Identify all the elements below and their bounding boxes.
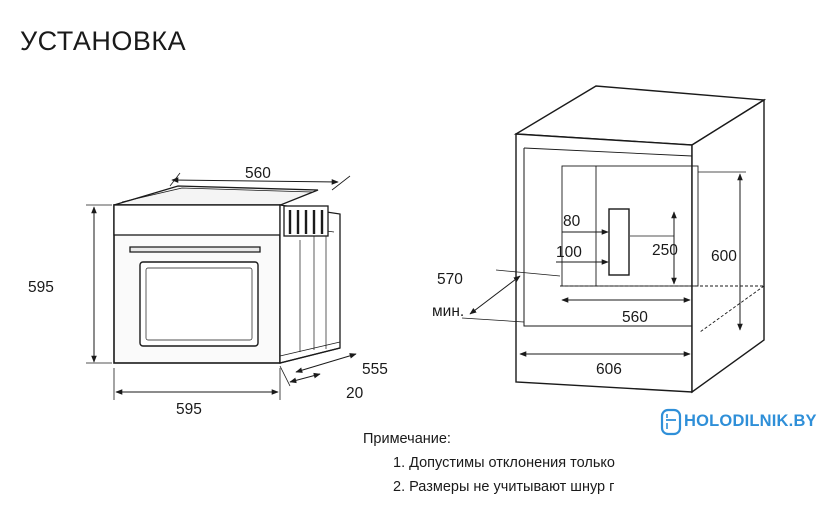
- notes-heading: Примечание:: [363, 431, 451, 447]
- socket-cutout: [608, 208, 630, 276]
- oven-handle: [129, 246, 261, 253]
- brand-watermark: HOLODILNIK.BY: [684, 406, 817, 436]
- dim-80: 80: [563, 213, 581, 230]
- dim-595-height: 595: [28, 279, 54, 296]
- dim-560-inner: 560: [622, 309, 648, 326]
- dim-250: 250: [652, 242, 678, 259]
- cabinet-drawing: [513, 85, 767, 394]
- brand-name: HOLODILNIK.BY: [684, 411, 817, 430]
- oven-window: [139, 261, 259, 347]
- notes-block: Примечание: 1. Допустимы отклонения толь…: [363, 427, 651, 499]
- dim-560-top: 560: [245, 165, 271, 182]
- dim-555-depth: 555: [362, 361, 388, 378]
- cabinet-dimension-labels: 80 100 250 600 570 мин. 560 606: [432, 213, 737, 378]
- brand-logo-icon: [660, 408, 682, 436]
- oven-drawing: [113, 185, 341, 364]
- dim-100: 100: [556, 244, 582, 261]
- dim-595-width: 595: [176, 401, 202, 418]
- dim-20-front: 20: [346, 385, 364, 402]
- oven-dimensions: [86, 172, 357, 400]
- note-item-2: 2. Размеры не учитывают шнур г: [393, 479, 615, 495]
- dim-606: 606: [596, 361, 622, 378]
- oven-dimension-labels: 560 595 595 555 20: [28, 165, 388, 418]
- cabinet-dimensions: [461, 171, 746, 366]
- dim-570: 570: [437, 271, 463, 288]
- dim-min-label: мин.: [432, 303, 464, 320]
- note-item-1: 1. Допустимы отклонения только: [393, 455, 615, 471]
- cabinet-front: [515, 133, 693, 393]
- dim-600: 600: [711, 248, 737, 265]
- page-title: УСТАНОВКА: [20, 26, 187, 56]
- cabinet-side: [691, 98, 765, 394]
